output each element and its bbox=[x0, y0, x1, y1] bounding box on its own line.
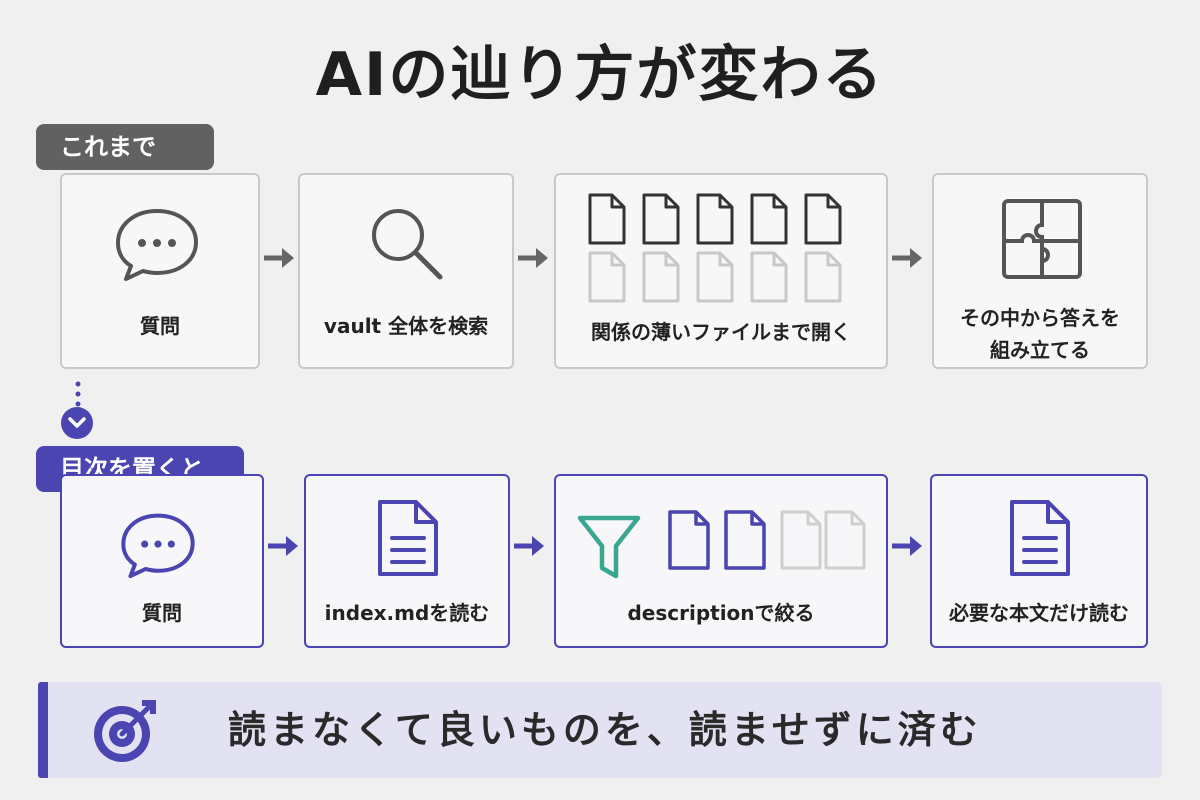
new-step-label: 必要な本文だけ読む bbox=[949, 601, 1129, 625]
old-step-question: 質問 bbox=[60, 173, 260, 369]
summary-banner: 読まなくて良いものを、読ませずに済む bbox=[38, 682, 1162, 778]
old-step-label: 関係の薄いファイルまで開く bbox=[591, 320, 851, 344]
dotted-connector bbox=[75, 381, 81, 407]
arrow-right-icon bbox=[892, 536, 922, 556]
arrow-right-icon bbox=[514, 536, 544, 556]
funnel-icon bbox=[577, 515, 641, 579]
banner-text: 読まなくて良いものを、読ませずに済む bbox=[228, 708, 982, 752]
documents-icon bbox=[668, 510, 866, 570]
target-icon bbox=[94, 700, 156, 762]
section-tag-old: これまで bbox=[36, 124, 214, 170]
arrow-right-icon bbox=[892, 248, 922, 268]
new-step-label: 質問 bbox=[142, 601, 182, 625]
new-step-question: 質問 bbox=[60, 474, 264, 648]
page-title: AIの辿り方が変わる bbox=[315, 40, 885, 110]
new-step-filter: descriptionで絞る bbox=[554, 474, 888, 648]
speech-bubble-icon bbox=[121, 513, 195, 579]
arrow-right-icon bbox=[268, 536, 298, 556]
speech-bubble-icon bbox=[116, 209, 198, 281]
old-step-open-files: 関係の薄いファイルまで開く bbox=[554, 173, 888, 369]
banner-accent-bar bbox=[38, 682, 48, 778]
old-step-label-line1: その中から答えを bbox=[960, 306, 1120, 330]
new-step-index: index.mdを読む bbox=[304, 474, 510, 648]
old-step-search: vault 全体を検索 bbox=[298, 173, 514, 369]
new-step-label: index.mdを読む bbox=[324, 601, 490, 625]
document-icon bbox=[378, 500, 438, 576]
arrow-right-icon bbox=[518, 248, 548, 268]
documents-icon bbox=[588, 193, 842, 303]
old-step-assemble: その中から答えを 組み立てる bbox=[932, 173, 1148, 369]
new-step-read-body: 必要な本文だけ読む bbox=[930, 474, 1148, 648]
arrow-right-icon bbox=[264, 248, 294, 268]
magnifier-icon bbox=[372, 209, 443, 280]
puzzle-icon bbox=[1002, 199, 1082, 279]
old-step-label: vault 全体を検索 bbox=[323, 314, 489, 338]
old-step-label: 質問 bbox=[140, 314, 180, 338]
old-step-label-line2: 組み立てる bbox=[990, 338, 1090, 362]
chevron-down-icon bbox=[61, 407, 93, 439]
document-icon bbox=[1010, 500, 1070, 576]
new-step-label: descriptionで絞る bbox=[627, 601, 815, 625]
